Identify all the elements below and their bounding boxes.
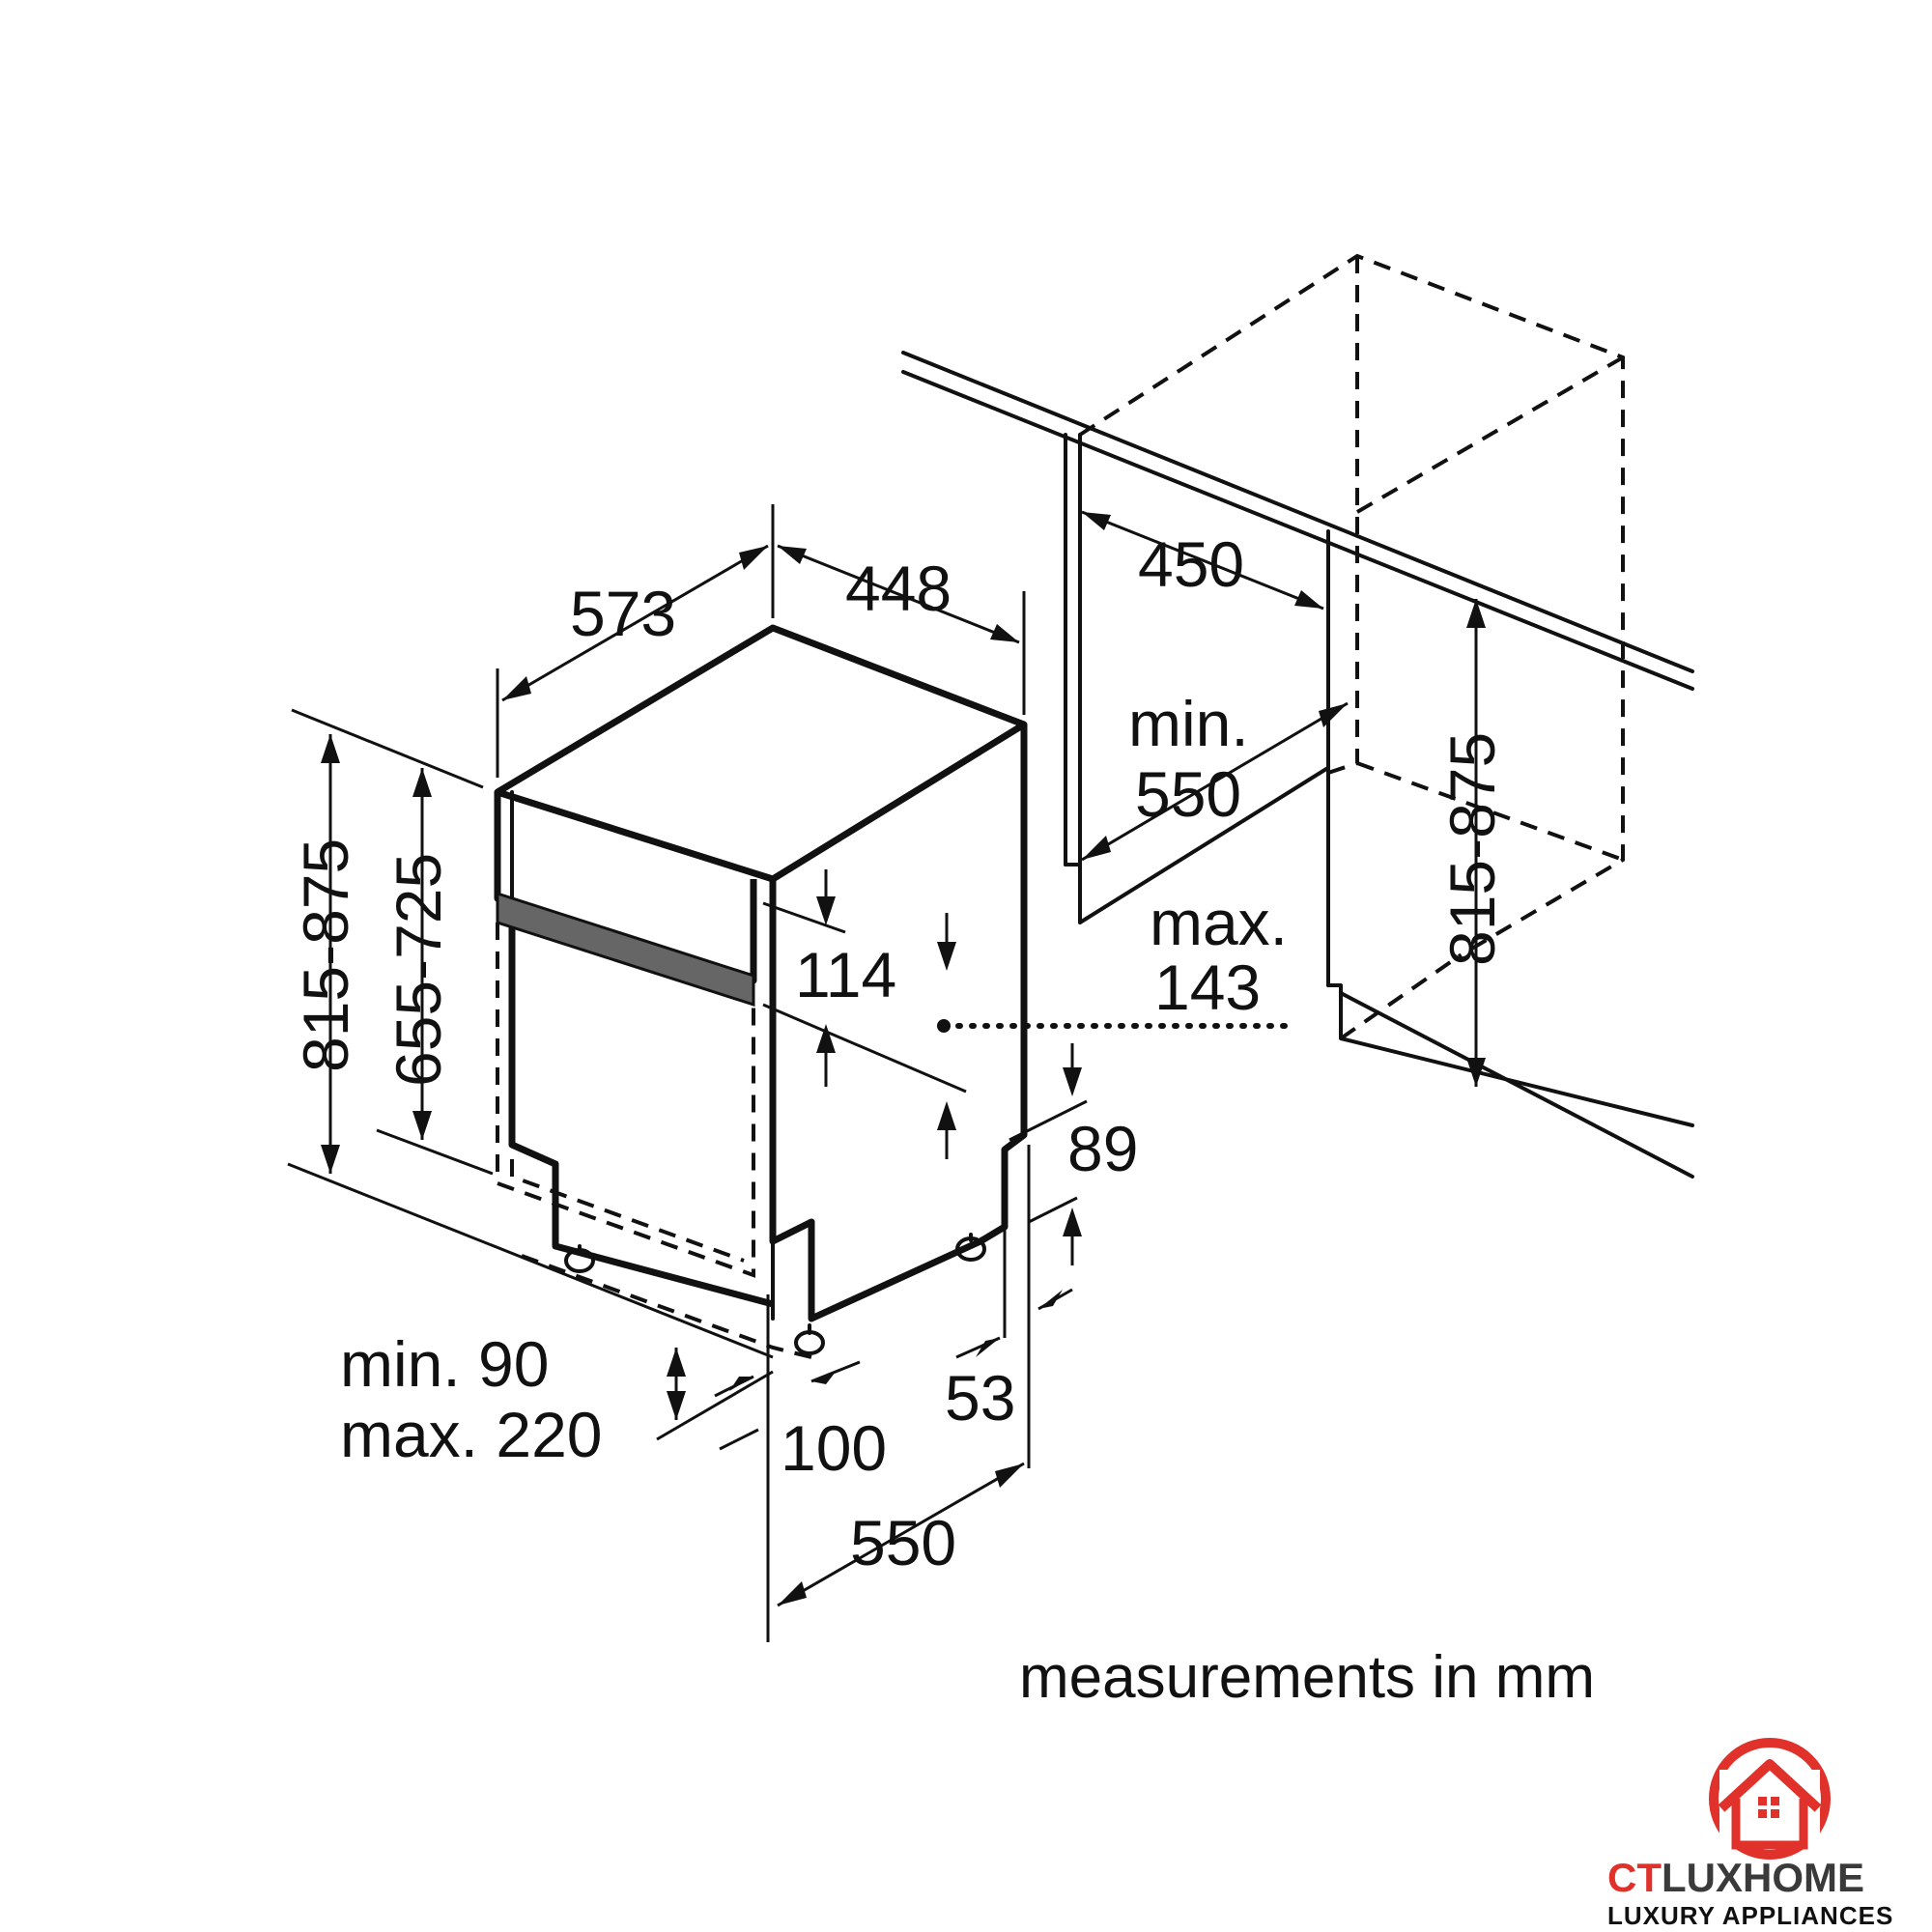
logo-tagline: LUXURY APPLIANCES: [1607, 1901, 1893, 1930]
label-max: max.: [1150, 887, 1288, 958]
arrow-550-min-left: [1082, 836, 1111, 860]
logo-roof: [1718, 1759, 1822, 1812]
arrow-815-left-top: [321, 734, 340, 763]
label-815-875-left: 815-875: [290, 838, 361, 1072]
arrow-448-left: [778, 546, 807, 564]
logo-brand: CTLUXHOME: [1607, 1855, 1864, 1900]
house-icon: [1709, 1738, 1831, 1860]
logo-ring: [1709, 1738, 1831, 1860]
logo-window-3: [1758, 1809, 1767, 1818]
appliance-top-face: [494, 624, 1028, 883]
dimension-labels: 573 448 450 min. 550 815-875 815-875 655…: [290, 528, 1595, 1711]
logo-brand-luxhome: LUXHOME: [1662, 1855, 1864, 1900]
door-outline-dashed: [496, 923, 755, 1278]
ext-89-top: [1009, 1099, 1088, 1142]
caption-units: measurements in mm: [1019, 1644, 1595, 1711]
appliance-body-front: [508, 927, 774, 1308]
label-448: 448: [845, 553, 952, 624]
arrow-550-base-right: [995, 1463, 1024, 1488]
ext-114-bottom: [762, 1003, 967, 1094]
ctluxhome-logo: CTLUXHOME LUXURY APPLIANCES: [1607, 1738, 1893, 1930]
label-min-90: min. 90: [340, 1328, 549, 1400]
logo-brand-ct: CT: [1607, 1855, 1662, 1900]
dimline-573: [501, 544, 769, 702]
foot-front-right: [794, 1330, 825, 1355]
arrow-655-bottom: [412, 1111, 432, 1140]
niche-right-base-upper: [1326, 983, 1694, 1127]
appliance-side-face: [769, 724, 1028, 1322]
label-655-725: 655-725: [383, 853, 454, 1087]
dimline-min-550: [1081, 701, 1349, 862]
ext-114-top: [762, 901, 846, 934]
ext-height-bottom: [287, 1162, 774, 1359]
base-outline-dashed: [521, 1254, 812, 1359]
arrow-100-right-stem: [810, 1360, 861, 1383]
dishwasher-appliance: [494, 624, 1028, 1359]
door-handle-bar: [496, 891, 755, 1008]
ext-plinth-lower: [656, 1370, 774, 1441]
arrow-plinth-top: [667, 1348, 686, 1377]
arrow-53-right-stem: [1037, 1288, 1073, 1311]
arrow-53-left-stem: [955, 1336, 1001, 1359]
arrow-53-left: [976, 1338, 1000, 1357]
ext-height-top: [291, 708, 484, 789]
label-53: 53: [945, 1362, 1015, 1434]
arrow-114-down-right: [937, 942, 956, 971]
arrow-114-up-right: [937, 1101, 956, 1130]
label-815-875-right: 815-875: [1436, 732, 1508, 966]
dimline-550-base: [777, 1462, 1025, 1607]
niche-left-base: [1064, 767, 1328, 924]
dimension-lines: [287, 504, 1478, 1642]
niche-floor-dashed: [1356, 761, 1624, 862]
arrow-89-up: [1063, 1208, 1082, 1236]
label-min: min.: [1128, 688, 1249, 759]
label-min-550: 550: [1135, 758, 1241, 830]
niche-right-base-lower: [1339, 991, 1694, 1179]
arrow-815-left-bottom: [321, 1145, 340, 1174]
worktop-edge-lower: [901, 370, 1694, 691]
arrow-450-left: [1082, 512, 1111, 530]
label-550-base: 550: [850, 1507, 956, 1578]
arrow-573-left: [502, 676, 531, 700]
niche-diagonal-dashed: [1355, 355, 1625, 514]
installation-niche: [901, 253, 1694, 1179]
niche-base-dashed: [1339, 954, 1461, 1040]
arrow-450-right: [1294, 590, 1323, 609]
arrow-815-right-bottom: [1466, 1058, 1486, 1087]
niche-floor-join-dashed: [1327, 761, 1358, 775]
worktop-edge-upper: [901, 351, 1694, 673]
door-inner-dashed: [510, 927, 745, 1263]
arrow-550-min-right: [1319, 703, 1348, 727]
logo-window-2: [1771, 1797, 1779, 1805]
arrow-550-base-left: [778, 1581, 807, 1605]
max-143-dot: [937, 1019, 951, 1033]
label-450: 450: [1138, 528, 1244, 600]
arrow-448-right: [990, 624, 1019, 642]
logo-window-1: [1758, 1797, 1767, 1805]
label-100: 100: [781, 1412, 887, 1484]
niche-back-dashed: [1078, 253, 1625, 958]
arrow-114-down-left: [816, 896, 836, 925]
logo-window-4: [1771, 1809, 1779, 1818]
arrow-plinth-bottom: [667, 1391, 686, 1420]
arrowheads: [321, 512, 1486, 1605]
logo-walls: [1731, 1799, 1808, 1850]
ext-655-bottom: [376, 1128, 494, 1176]
label-114: 114: [795, 939, 896, 1010]
arrow-655-top: [412, 768, 432, 797]
arrow-573-right: [739, 546, 768, 570]
arrow-815-right-top: [1466, 599, 1486, 628]
label-573: 573: [570, 578, 676, 649]
arrow-89-down: [1063, 1067, 1082, 1096]
dimline-450: [1081, 510, 1324, 611]
ext-100: [719, 1428, 759, 1451]
label-89: 89: [1067, 1113, 1138, 1184]
dimline-448: [777, 544, 1020, 644]
arrow-100-left-stem: [714, 1375, 754, 1398]
arrow-114-up-left: [816, 1024, 836, 1053]
label-max-220: max. 220: [340, 1399, 602, 1470]
label-max-143: 143: [1154, 952, 1261, 1023]
ext-89-bottom: [1028, 1196, 1078, 1224]
